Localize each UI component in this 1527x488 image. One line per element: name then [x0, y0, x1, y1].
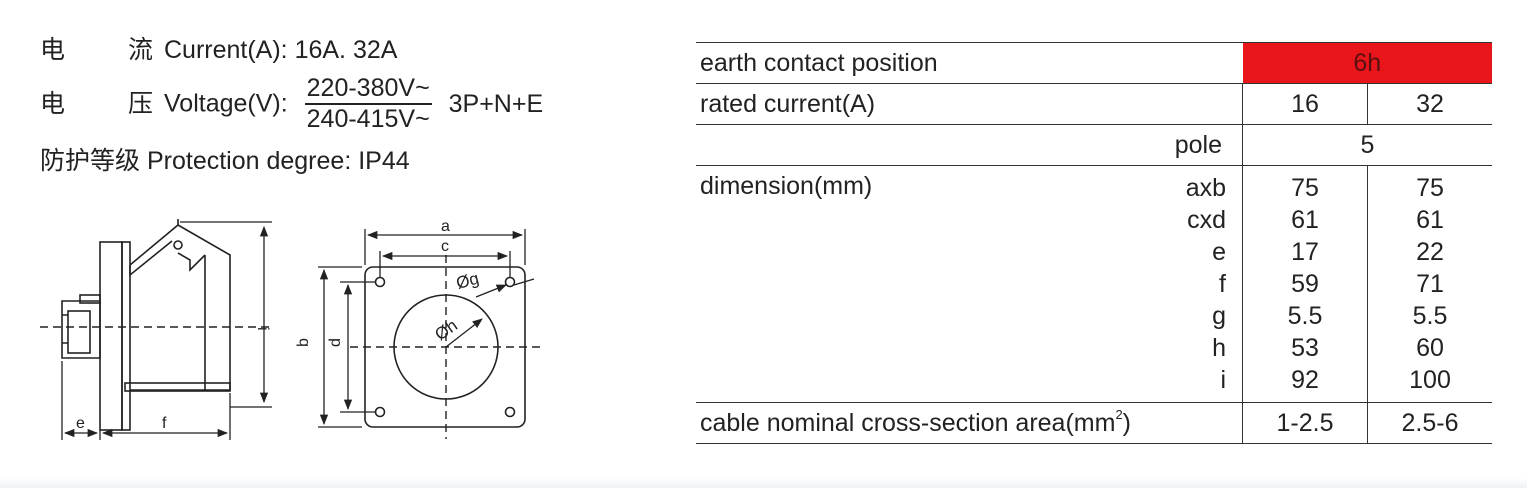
protection-spec: 防护等级 Protection degree: IP44 — [40, 149, 410, 174]
cable-area-16a: 1-2.5 — [1242, 402, 1368, 444]
label-g: Øg — [454, 269, 481, 293]
dim-sym: cxd — [1187, 206, 1226, 234]
voltage-numerator: 220-380V~ — [304, 76, 432, 105]
leader-g — [475, 284, 507, 298]
bottom-strip — [0, 478, 1527, 488]
cable-area-close: ) — [1122, 408, 1131, 437]
label-d: d — [327, 338, 344, 347]
dim-sym: g — [1212, 302, 1226, 330]
label-f: f — [162, 415, 167, 432]
voltage-cjk-1: 电 — [40, 89, 66, 118]
pole-label: pole — [1174, 130, 1222, 159]
cable-area-label: cable nominal cross-section area(mm2) — [696, 402, 1243, 444]
dim-value: 61 — [1416, 206, 1444, 234]
mount-hole-br — [504, 406, 516, 418]
drawing-svg: i e f — [40, 218, 540, 440]
cable-area-text: cable nominal cross-section area(mm — [700, 408, 1116, 437]
mount-hole-tl — [374, 276, 386, 288]
row-rated-current: rated current(A) 16 32 — [696, 83, 1492, 125]
dim-value: 75 — [1416, 174, 1444, 202]
dim-value: 53 — [1291, 334, 1319, 362]
spec-table: earth contact position 6h rated current(… — [696, 42, 1492, 444]
leader-g-tail — [513, 278, 535, 286]
technical-drawing: i e f — [40, 215, 560, 455]
row-earth-contact: earth contact position 6h — [696, 42, 1492, 84]
label-b: b — [295, 338, 312, 347]
dim-value: 71 — [1416, 270, 1444, 298]
label-e: e — [76, 415, 85, 432]
pole-value: 5 — [1242, 124, 1492, 166]
dim-value: 92 — [1291, 366, 1319, 394]
dim-value: 61 — [1291, 206, 1319, 234]
label-h: Øh — [431, 316, 460, 345]
dim-value: 5.5 — [1412, 302, 1448, 330]
mount-hole-bl — [374, 406, 386, 418]
dim-value: 59 — [1291, 270, 1319, 298]
cable-area-sup: 2 — [1115, 406, 1123, 422]
row-dimensions: dimension(mm) axb cxd e f g h i 75 61 17… — [696, 165, 1492, 403]
dimension-values-16a: 75 61 17 59 5.5 53 92 — [1242, 165, 1368, 403]
row-cable-area: cable nominal cross-section area(mm2) 1-… — [696, 402, 1492, 444]
label-i: i — [254, 327, 271, 331]
voltage-cjk-2: 压 — [128, 89, 154, 118]
dim-sym: i — [1220, 366, 1226, 394]
leader-h — [445, 318, 483, 348]
dim-sym: axb — [1185, 174, 1226, 202]
side-body — [129, 224, 231, 391]
current-text: Current(A): 16A. 32A — [164, 36, 398, 64]
current-spec: 电 流 Current(A): 16A. 32A — [40, 38, 397, 63]
dim-sym: e — [1212, 238, 1226, 266]
voltage-fraction: 220-380V~ 240-415V~ — [304, 76, 432, 133]
voltage-label: Voltage(V): — [164, 89, 288, 118]
voltage-spec: 电 压 Voltage(V): 220-380V~ 240-415V~ 3P+N+E — [40, 76, 543, 132]
earth-contact-value: 6h — [1242, 42, 1492, 84]
dimension-values-32a: 75 61 22 71 5.5 60 100 — [1367, 165, 1492, 403]
label-c: c — [441, 238, 449, 255]
dim-value: 60 — [1416, 334, 1444, 362]
dim-value: 75 — [1291, 174, 1319, 202]
side-view — [61, 219, 231, 431]
rated-current-16: 16 — [1242, 83, 1368, 125]
label-a: a — [441, 218, 450, 235]
voltage-config: 3P+N+E — [448, 89, 544, 118]
current-cjk-1: 电 — [40, 36, 66, 64]
mount-hole-tr — [504, 276, 516, 288]
side-plug — [61, 300, 101, 359]
side-hinge — [173, 240, 183, 250]
dim-value: 5.5 — [1287, 302, 1323, 330]
rated-current-32: 32 — [1367, 83, 1492, 125]
earth-contact-label: earth contact position — [696, 42, 1243, 84]
cable-area-32a: 2.5-6 — [1367, 402, 1492, 444]
voltage-denominator: 240-415V~ — [306, 105, 430, 133]
dimension-label: dimension(mm) — [696, 165, 1144, 403]
dim-value: 22 — [1416, 238, 1444, 266]
side-flange — [99, 241, 123, 431]
dim-value: 100 — [1409, 366, 1451, 394]
current-cjk-2: 流 — [128, 36, 154, 64]
dim-sym: f — [1219, 270, 1226, 298]
rated-current-label: rated current(A) — [696, 83, 1243, 125]
row-pole: pole 5 — [696, 124, 1492, 166]
dim-value: 17 — [1291, 238, 1319, 266]
protection-cjk: 防护等级 — [40, 147, 141, 175]
protection-text: Protection degree: IP44 — [146, 147, 410, 175]
dimension-symbols: axb cxd e f g h i — [1144, 165, 1243, 403]
dim-sym: h — [1212, 334, 1226, 362]
